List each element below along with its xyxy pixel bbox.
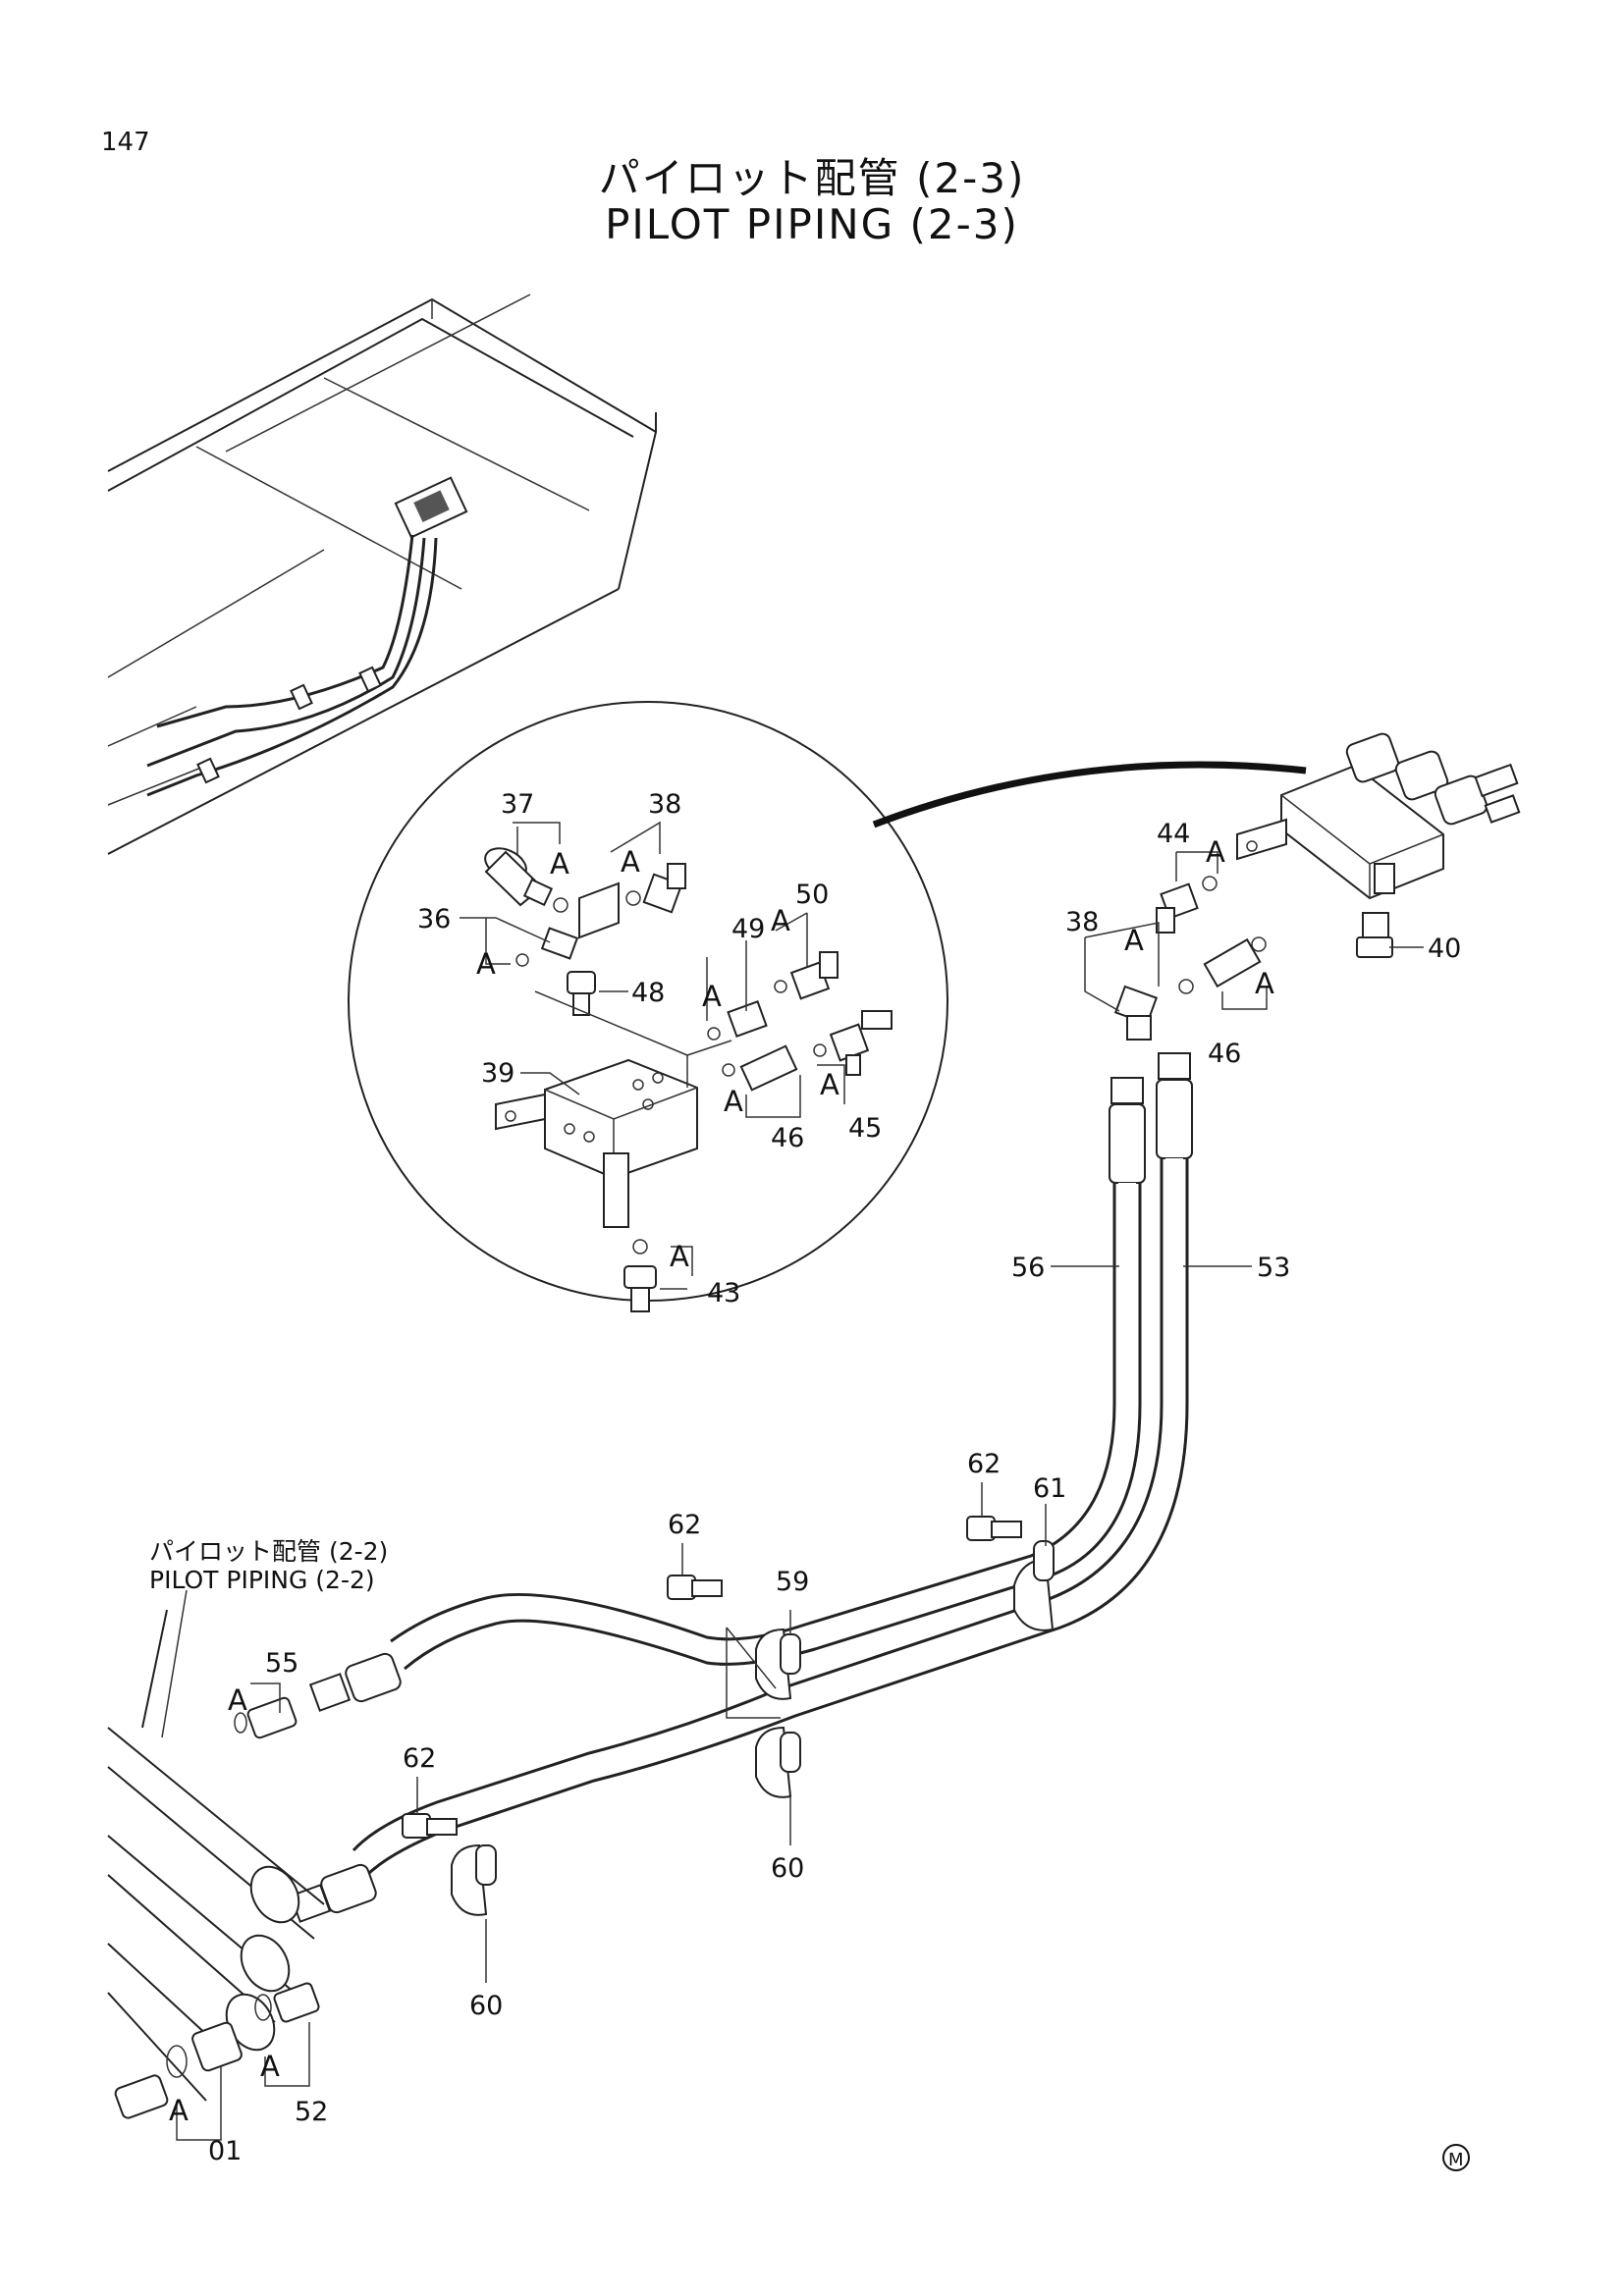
- page-number: 147: [101, 128, 150, 157]
- oring-marker: A: [228, 1683, 247, 1717]
- callout-55: 55: [265, 1648, 298, 1679]
- callout-43: 43: [707, 1278, 740, 1308]
- oring-marker: A: [702, 980, 722, 1013]
- callout-46: 46: [1208, 1039, 1241, 1069]
- callout-44: 44: [1157, 819, 1190, 849]
- callout-39: 39: [481, 1058, 514, 1089]
- reference-label-japanese: パイロット配管 (2-2): [149, 1537, 389, 1566]
- callout-60-left: 60: [469, 1991, 503, 2021]
- oring-marker: A: [1124, 924, 1144, 957]
- callout-01: 01: [208, 2136, 242, 2166]
- callout-50: 50: [795, 880, 829, 910]
- callout-38: 38: [1065, 907, 1099, 937]
- valve-assembly-right: [1109, 732, 1521, 1184]
- reference-label-english: PILOT PIPING (2-2): [149, 1566, 375, 1594]
- title-japanese: パイロット配管 (2-3): [598, 154, 1026, 202]
- main-hoses: [289, 1158, 1189, 1923]
- callout-38-detail: 38: [648, 789, 681, 820]
- callout-49: 49: [731, 914, 765, 944]
- leader-lines: [176, 821, 1424, 2141]
- oring-marker: A: [550, 847, 569, 881]
- callout-60-right: 60: [771, 1853, 804, 1884]
- oring-marker: A: [1255, 967, 1274, 1000]
- hose-clamps: [402, 1516, 1055, 1916]
- m-mark-letter: M: [1448, 2150, 1464, 2170]
- reference-leader: [161, 1589, 188, 1738]
- callout-62-upper: 62: [967, 1449, 1001, 1479]
- callout-52: 52: [295, 2097, 328, 2127]
- oring-markers: A A A A A A A A A A A A A A: [169, 835, 1274, 2127]
- detail-parts: [484, 847, 893, 1312]
- oring-marker: A: [621, 845, 640, 879]
- oring-marker: A: [1206, 835, 1225, 869]
- callout-37: 37: [501, 789, 534, 820]
- callout-labels: 37 38 36 48 49 50 39 45 46 43 44 38 40 4…: [208, 789, 1461, 2166]
- oring-marker: A: [771, 904, 790, 937]
- oring-marker: A: [260, 2050, 280, 2083]
- callout-48: 48: [631, 978, 665, 1008]
- callout-56: 56: [1011, 1253, 1045, 1283]
- oring-marker: A: [169, 2094, 189, 2127]
- callout-62-lower: 62: [403, 1743, 436, 1774]
- callout-59: 59: [776, 1567, 809, 1597]
- lower-left-pipes: [107, 1609, 325, 2119]
- oring-marker: A: [724, 1085, 743, 1118]
- callout-36: 36: [417, 904, 451, 934]
- oring-marker: A: [476, 947, 496, 981]
- callout-45: 45: [848, 1113, 882, 1144]
- callout-53: 53: [1257, 1253, 1290, 1283]
- m-mark-logo: M: [1442, 2144, 1470, 2171]
- oring-marker: A: [670, 1240, 689, 1273]
- callout-61: 61: [1033, 1473, 1066, 1504]
- title-english: PILOT PIPING (2-3): [605, 200, 1019, 248]
- callout-40: 40: [1428, 934, 1461, 964]
- oring-marker: A: [820, 1068, 839, 1101]
- callout-62-middle: 62: [668, 1510, 701, 1540]
- machine-frame-drawing: [107, 294, 658, 855]
- callout-46-detail: 46: [771, 1123, 804, 1153]
